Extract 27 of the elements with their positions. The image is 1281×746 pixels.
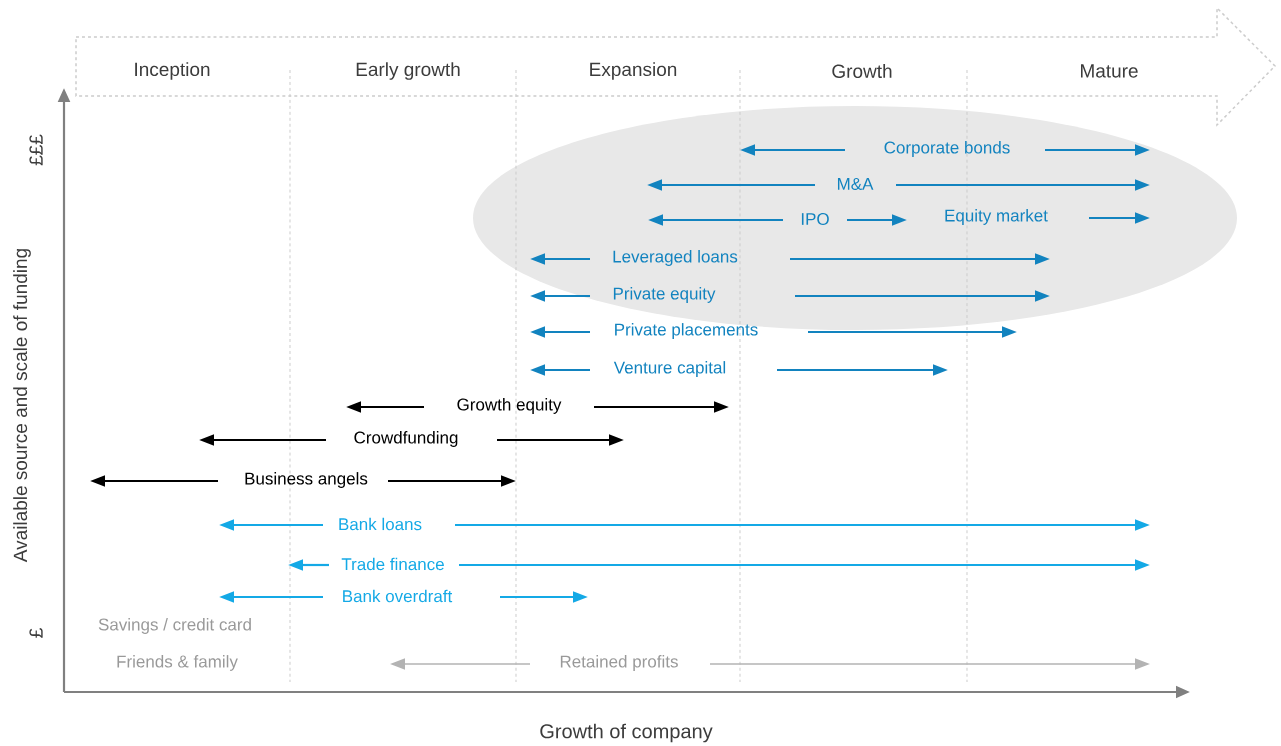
funding-label: Bank overdraft — [343, 589, 453, 603]
axis-label: Available source and scale of funding — [13, 249, 31, 563]
funding-label: Leveraged loans — [613, 250, 738, 266]
funding-label: Bank loans — [339, 517, 422, 531]
stage-label: Inception — [135, 62, 210, 80]
funding-label: Friends & family — [117, 655, 238, 671]
funding-label: Private placements — [615, 323, 758, 339]
axis-label: Growth of company — [540, 723, 713, 743]
axis-label: £ — [29, 628, 43, 638]
funding-label: M&A — [838, 178, 874, 190]
stage-arrow — [75, 6, 1277, 127]
stage-label: Expansion — [590, 62, 677, 80]
stage-label: Early growth — [356, 62, 460, 80]
funding-label: Corporate bonds — [884, 141, 1010, 157]
funding-label: Growth equity — [457, 398, 562, 414]
funding-label: Crowdfunding — [354, 431, 458, 447]
funding-label: Savings / credit card — [98, 618, 251, 634]
funding-label: Equity market — [945, 209, 1048, 225]
funding-label: IPO — [801, 212, 829, 225]
funding-label: Trade finance — [341, 557, 444, 571]
axis-label: £££ — [29, 134, 43, 166]
stage-label: Growth — [832, 64, 892, 78]
stage-label: Mature — [1081, 64, 1138, 78]
funding-label: Retained profits — [560, 655, 678, 671]
funding-label: Business angels — [245, 472, 368, 488]
funding-label: Venture capital — [613, 361, 726, 377]
funding-label: Private equity — [613, 287, 716, 303]
